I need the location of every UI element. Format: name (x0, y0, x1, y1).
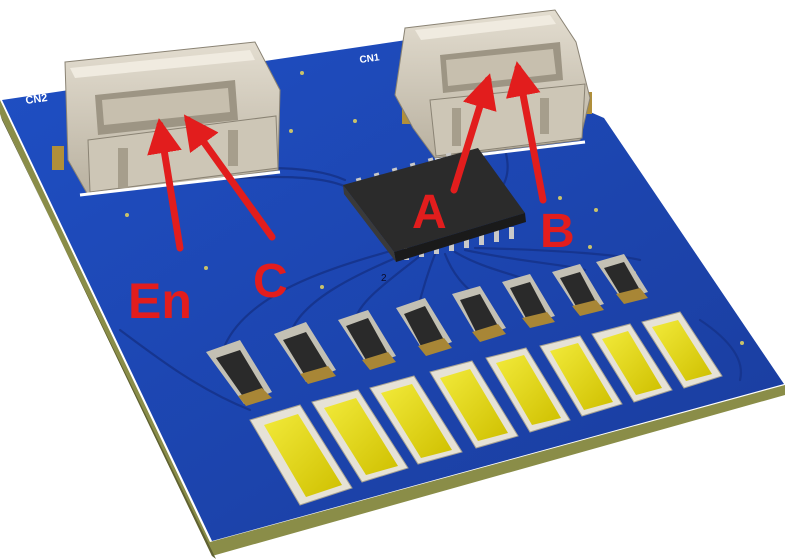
ic-chip (343, 147, 526, 262)
led (311, 389, 409, 483)
label-en: En (128, 273, 192, 329)
resistor (396, 298, 452, 356)
resistor (452, 286, 506, 342)
cn2-label: CN2 (25, 92, 48, 107)
label-b: B (540, 205, 575, 258)
label-a: A (412, 186, 447, 239)
arrow-en (147, 118, 184, 252)
leds (249, 311, 723, 506)
label-c: C (253, 255, 288, 308)
led (429, 360, 519, 449)
resistor (338, 310, 396, 370)
led (591, 323, 673, 403)
board-edge (0, 100, 785, 556)
resistors (206, 254, 648, 406)
led (539, 335, 623, 417)
led (641, 311, 723, 389)
arrow-a (450, 73, 497, 194)
cn1-label: CN1 (359, 52, 381, 66)
resistor (596, 254, 648, 304)
led (369, 375, 463, 465)
arrow-c (183, 114, 276, 241)
resistor (274, 322, 336, 384)
arrow-b (506, 61, 547, 204)
resistor (206, 340, 272, 406)
annotation-arrows (147, 61, 547, 252)
connector-cn1 (394, 9, 592, 162)
resistor (502, 274, 555, 328)
chip-pin1-label: 2 (381, 273, 387, 284)
resistor (552, 264, 604, 316)
led (485, 347, 571, 433)
led (249, 404, 353, 506)
